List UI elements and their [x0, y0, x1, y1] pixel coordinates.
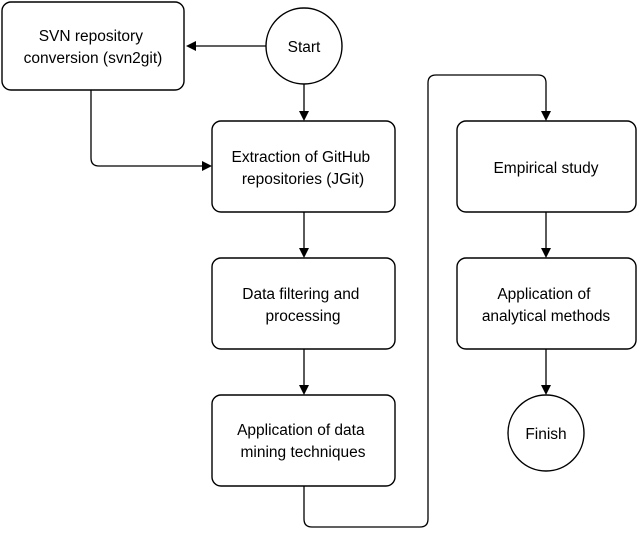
arrowhead-filter-to-mining	[299, 385, 309, 395]
node-data-mining-line-1: Application of data	[237, 422, 365, 439]
edge-svn-to-extract	[90, 90, 204, 167]
node-extraction-line-2: repositories (JGit)	[242, 171, 364, 188]
node-finish-circle	[507, 394, 585, 472]
arrowhead-empirical-to-analytical	[541, 248, 551, 258]
node-svn-line-2: conversion (svn2git)	[24, 50, 163, 67]
node-extraction-box	[211, 120, 396, 213]
node-data-filtering-line-2: processing	[266, 308, 341, 325]
node-start: Start	[265, 7, 343, 85]
node-extraction: Extraction of GitHub repositories (JGit)	[211, 120, 396, 213]
edges	[90, 41, 551, 528]
node-data-filtering-box	[211, 257, 396, 350]
svg-text:Extraction of GitHub rep: Extraction of GitHub repositories (JGit)	[231, 149, 374, 188]
edge-mining-to-empirical	[303, 74, 547, 528]
node-svn-conversion-box	[1, 1, 185, 91]
svg-text:Application of analytica: Application of analytical methods	[482, 286, 611, 325]
node-empirical-study: Empirical study	[456, 120, 637, 213]
node-data-mining-box	[211, 394, 396, 487]
svg-text:Application of data mini: Application of data mining techniques	[237, 422, 369, 461]
svg-text:SVN repository conversio: SVN repository conversion (svn2git)	[24, 28, 163, 67]
svg-text:Start: Start	[288, 39, 321, 56]
node-analytical-methods-box	[456, 257, 637, 350]
node-empirical-study-label: Empirical study	[493, 160, 598, 177]
node-analytical-methods-line-2: analytical methods	[482, 308, 611, 325]
svg-text:Finish: Finish	[525, 426, 566, 443]
node-finish: Finish	[507, 394, 585, 472]
node-empirical-study-box	[456, 120, 637, 213]
node-data-filtering-line-1: Data filtering and	[242, 286, 359, 303]
arrowhead-svn-to-extract	[202, 161, 212, 171]
node-start-circle	[265, 7, 343, 85]
node-finish-label: Finish	[525, 426, 566, 443]
svg-text:Empirical study: Empirical study	[493, 160, 598, 177]
node-start-label: Start	[288, 39, 321, 56]
node-svn-line-1: SVN repository	[39, 28, 143, 45]
svg-text:Data filtering and proce: Data filtering and processing	[242, 286, 364, 325]
arrowhead-start-to-extract	[299, 111, 309, 121]
node-data-mining: Application of data mining techniques	[211, 394, 396, 487]
node-analytical-methods: Application of analytical methods	[456, 257, 637, 350]
arrowhead-mining-to-empirical	[541, 111, 551, 121]
node-data-mining-line-2: mining techniques	[241, 444, 366, 461]
arrowhead-start-to-svn	[186, 41, 196, 51]
node-extraction-line-1: Extraction of GitHub	[231, 149, 370, 166]
node-data-filtering: Data filtering and processing	[211, 257, 396, 350]
arrowhead-extract-to-filter	[299, 248, 309, 258]
arrowhead-analytical-to-finish	[541, 385, 551, 395]
node-svn-conversion: SVN repository conversion (svn2git)	[1, 1, 185, 91]
node-analytical-methods-line-1: Application of	[497, 286, 591, 303]
